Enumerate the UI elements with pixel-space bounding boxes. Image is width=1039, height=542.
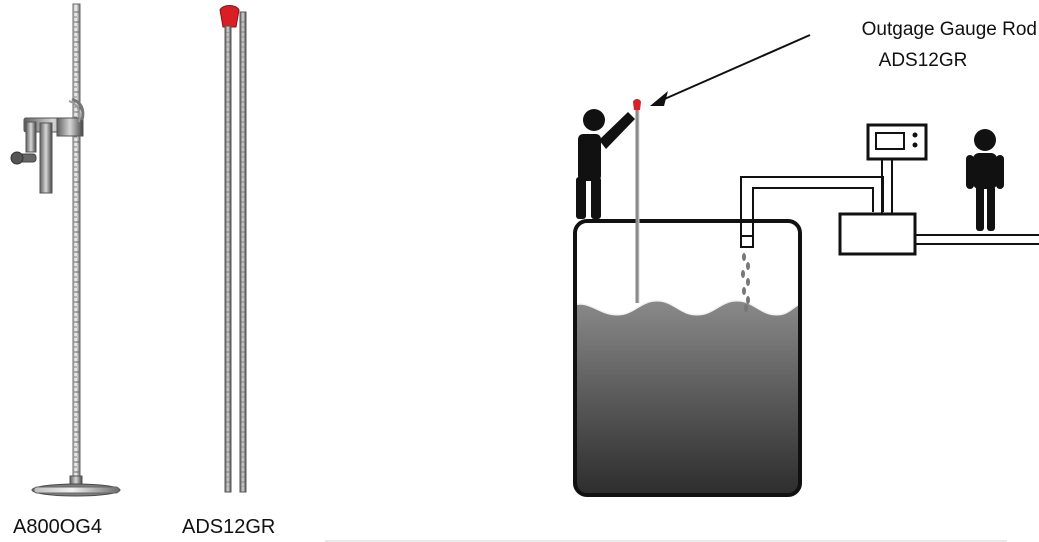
callout-title: Outgage Gauge Rod [862,19,1037,40]
person-icon [576,109,635,219]
outgage-gauge-product-a800og4 [11,4,120,496]
callout-model: ADS12GR [879,50,968,71]
product-label-ads12gr: ADS12GR [182,516,275,538]
tank-liquid [575,300,800,495]
rod-cap-icon [220,6,239,28]
dispenser-icon [840,214,1039,254]
tank-wave-highlight [575,300,800,314]
person-icon [966,129,1004,231]
outgage-gauge-rod-product-ads12gr [220,6,246,493]
gauge-rod-marking [74,10,79,480]
gauge-foot-icon [32,476,120,496]
arrow-icon [650,35,810,106]
tank-illustration [575,99,883,495]
tank-gauge-rod-tip [633,99,641,110]
display-icon [868,125,926,214]
product-label-a800og4: A800OG4 [13,516,102,538]
clamp-icon [11,99,83,193]
